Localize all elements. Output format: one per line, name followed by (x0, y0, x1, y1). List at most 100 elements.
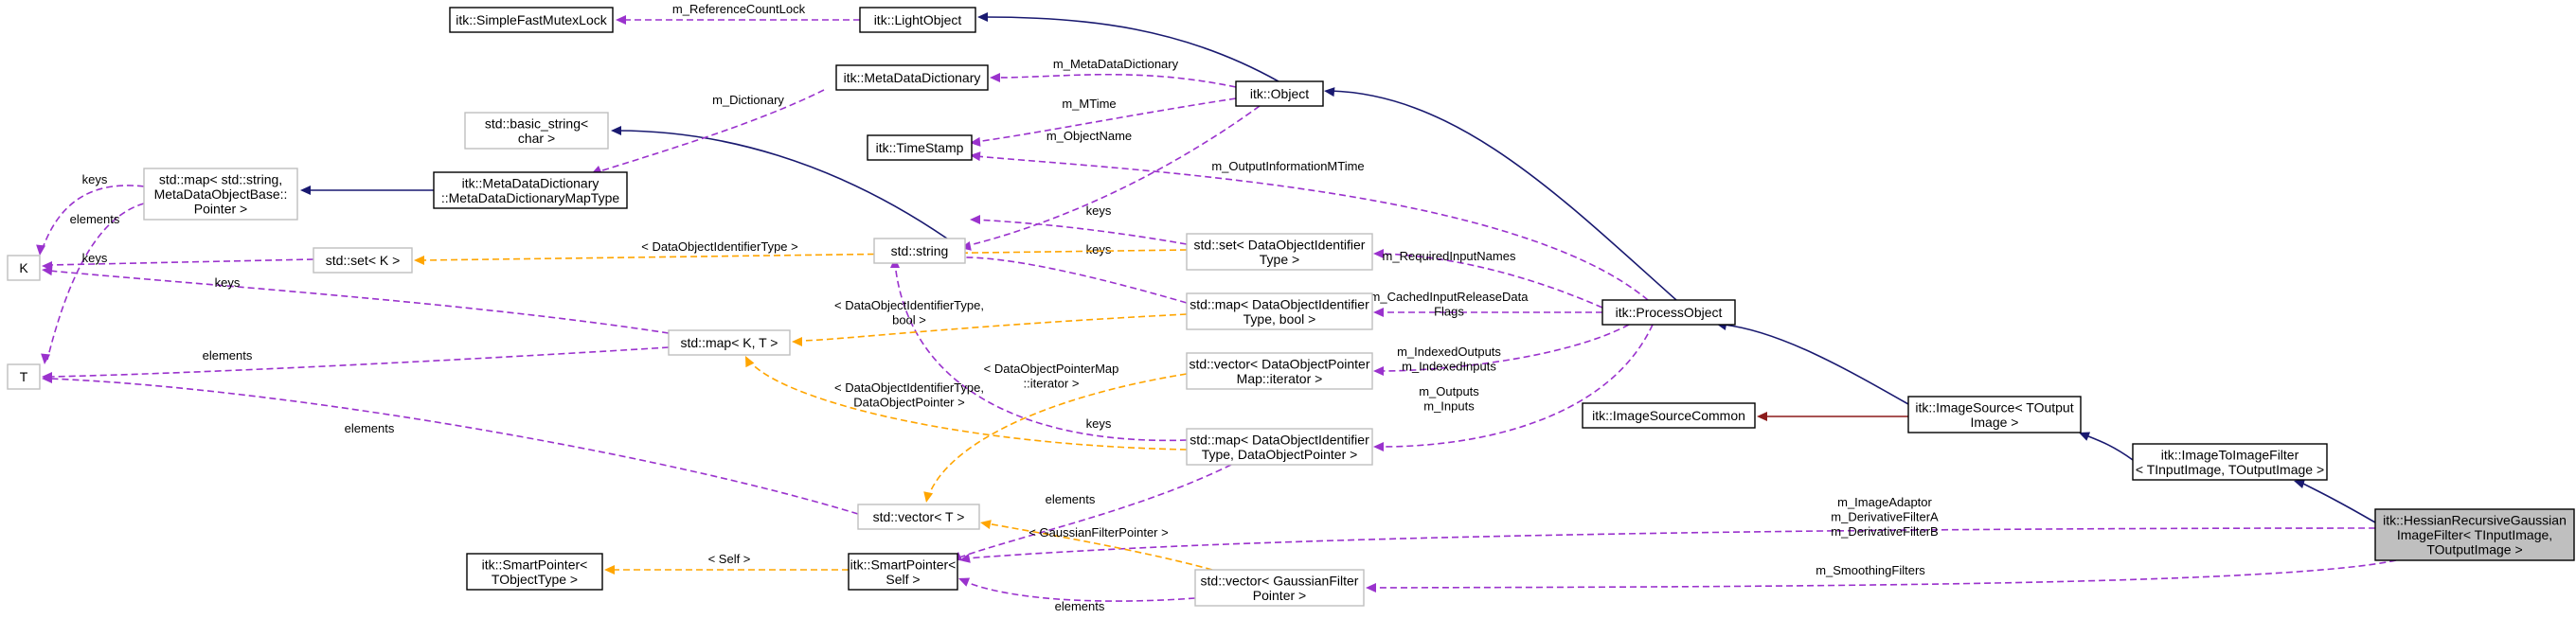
node-box (1194, 569, 1365, 607)
node-box (1907, 396, 2082, 433)
edge-mu-elements-vectort: elements (42, 374, 859, 515)
edge-label-keys-map-k-t: keys (215, 275, 241, 290)
node-box (2374, 508, 2575, 561)
node-box (7, 255, 41, 281)
node-box (313, 247, 413, 274)
edge-mu-keys-mapkt: keys (42, 266, 670, 334)
edge-label-keys-map-string: keys (82, 172, 108, 186)
node-map-string-metadata[interactable]: std::map< std::string,MetaDataObjectBase… (143, 168, 298, 221)
node-label: std::map< std::string,MetaDataObjectBase… (154, 172, 288, 217)
edge-mu-keys-setident: keys (970, 203, 1188, 245)
node-vector-t[interactable]: std::vector< T > (857, 504, 980, 530)
node-box (1235, 80, 1324, 107)
arrowhead (1373, 366, 1384, 376)
edge-mu-smoothing: m_SmoothingFilters (1366, 559, 2397, 592)
edge-label-self: < Self > (708, 552, 751, 566)
node-label: itk::Object (1250, 86, 1309, 101)
node-label: itk::SimpleFastMutexLock (456, 12, 607, 27)
node-box (143, 168, 298, 221)
node-std-string[interactable]: std::string (873, 238, 966, 264)
arrowhead (616, 15, 626, 25)
edge-label-dictionary: m_Dictionary (712, 93, 784, 107)
node-t[interactable]: T (7, 363, 41, 390)
arrowhead (977, 12, 988, 22)
node-box (1186, 292, 1373, 330)
edge-mu-objectname: m_ObjectName (960, 105, 1261, 251)
node-label: std::basic_string<char > (485, 115, 588, 146)
edge-label-keys-map-identifier-pointer: keys (1086, 416, 1112, 431)
node-meta-data-dictionary-map-type[interactable]: itk::MetaDataDictionary::MetaDataDiction… (433, 171, 628, 209)
edge-ti-vectort-iter: < DataObjectPointerMap::iterator > (923, 362, 1188, 503)
node-box (449, 7, 614, 33)
node-meta-data-dictionary[interactable]: itk::MetaDataDictionary (835, 64, 989, 91)
node-label: itk::LightObject (874, 12, 962, 27)
arrowhead (990, 73, 1000, 82)
edge-label-required-input-names: m_RequiredInputNames (1383, 249, 1516, 263)
edge-mu-metadict: m_MetaDataDictionary (990, 57, 1237, 88)
node-process-object[interactable]: itk::ProcessObject (1601, 299, 1736, 326)
node-image-source-common[interactable]: itk::ImageSourceCommon (1582, 402, 1756, 429)
arrowhead (970, 151, 981, 162)
arrowhead (2079, 432, 2091, 441)
node-label: std::map< K, T > (681, 335, 778, 350)
edge-label-elements-map-string: elements (70, 212, 120, 226)
node-basic-string[interactable]: std::basic_string<char > (464, 112, 609, 150)
arrowhead (1324, 87, 1335, 97)
arrowhead (745, 356, 755, 368)
edge-label-elements-vector-gaussian: elements (1055, 599, 1105, 613)
arrowhead (414, 256, 424, 265)
node-label: itk::SmartPointer<TObjectType > (482, 557, 588, 587)
edge-mu-keys-mapstring: keys (36, 172, 145, 256)
node-smart-pointer-self[interactable]: itk::SmartPointer<Self > (848, 553, 958, 591)
arrowhead (42, 266, 53, 276)
node-label: itk::MetaDataDictionary::MetaDataDiction… (441, 175, 620, 205)
edge-label-elements-map-k-t: elements (203, 348, 253, 363)
node-map-k-t[interactable]: std::map< K, T > (668, 329, 791, 356)
node-box (857, 504, 980, 530)
edge-ti-vectort-gauss: < GaussianFilterPointer > (980, 520, 1213, 571)
edge-label-object-name: m_ObjectName (1046, 129, 1132, 143)
edge-mu-elements-mapidentptr: elements (951, 464, 1232, 561)
edge-mu-dictionary: m_Dictionary (591, 89, 825, 175)
node-simple-fast-mutex-lock[interactable]: itk::SimpleFastMutexLock (449, 7, 614, 33)
arrowhead (1373, 249, 1384, 258)
edge-label-identifier-type-bool: < DataObjectIdentifierType,bool > (834, 298, 984, 327)
node-label: itk::ImageToImageFilter< TInputImage, TO… (2136, 447, 2324, 477)
node-box (1186, 233, 1373, 271)
edge-label-gaussian-filter-pointer: < GaussianFilterPointer > (1029, 525, 1168, 539)
edge-mu-outputinfo: m_OutputInformationMTime (970, 151, 1649, 301)
node-smart-pointer-tobject[interactable]: itk::SmartPointer<TObjectType > (466, 553, 603, 591)
node-time-stamp[interactable]: itk::TimeStamp (867, 134, 973, 161)
edge-mu-elements-mapkt: elements (42, 346, 670, 381)
node-box (7, 363, 41, 390)
arrowhead (300, 186, 311, 195)
arrowhead (1373, 442, 1384, 451)
edge-label-data-object-identifier-type: < DataObjectIdentifierType > (641, 239, 797, 254)
node-light-object[interactable]: itk::LightObject (859, 7, 976, 33)
edge-inh-imagesource (2079, 432, 2134, 461)
node-box (2132, 443, 2328, 481)
node-k[interactable]: K (7, 255, 41, 281)
edge-inh-object (1324, 87, 1677, 301)
node-object[interactable]: itk::Object (1235, 80, 1324, 107)
node-image-to-image-filter[interactable]: itk::ImageToImageFilter< TInputImage, TO… (2132, 443, 2328, 481)
edge-label-meta-data-dictionary: m_MetaDataDictionary (1053, 57, 1179, 71)
node-set-k[interactable]: std::set< K > (313, 247, 413, 274)
